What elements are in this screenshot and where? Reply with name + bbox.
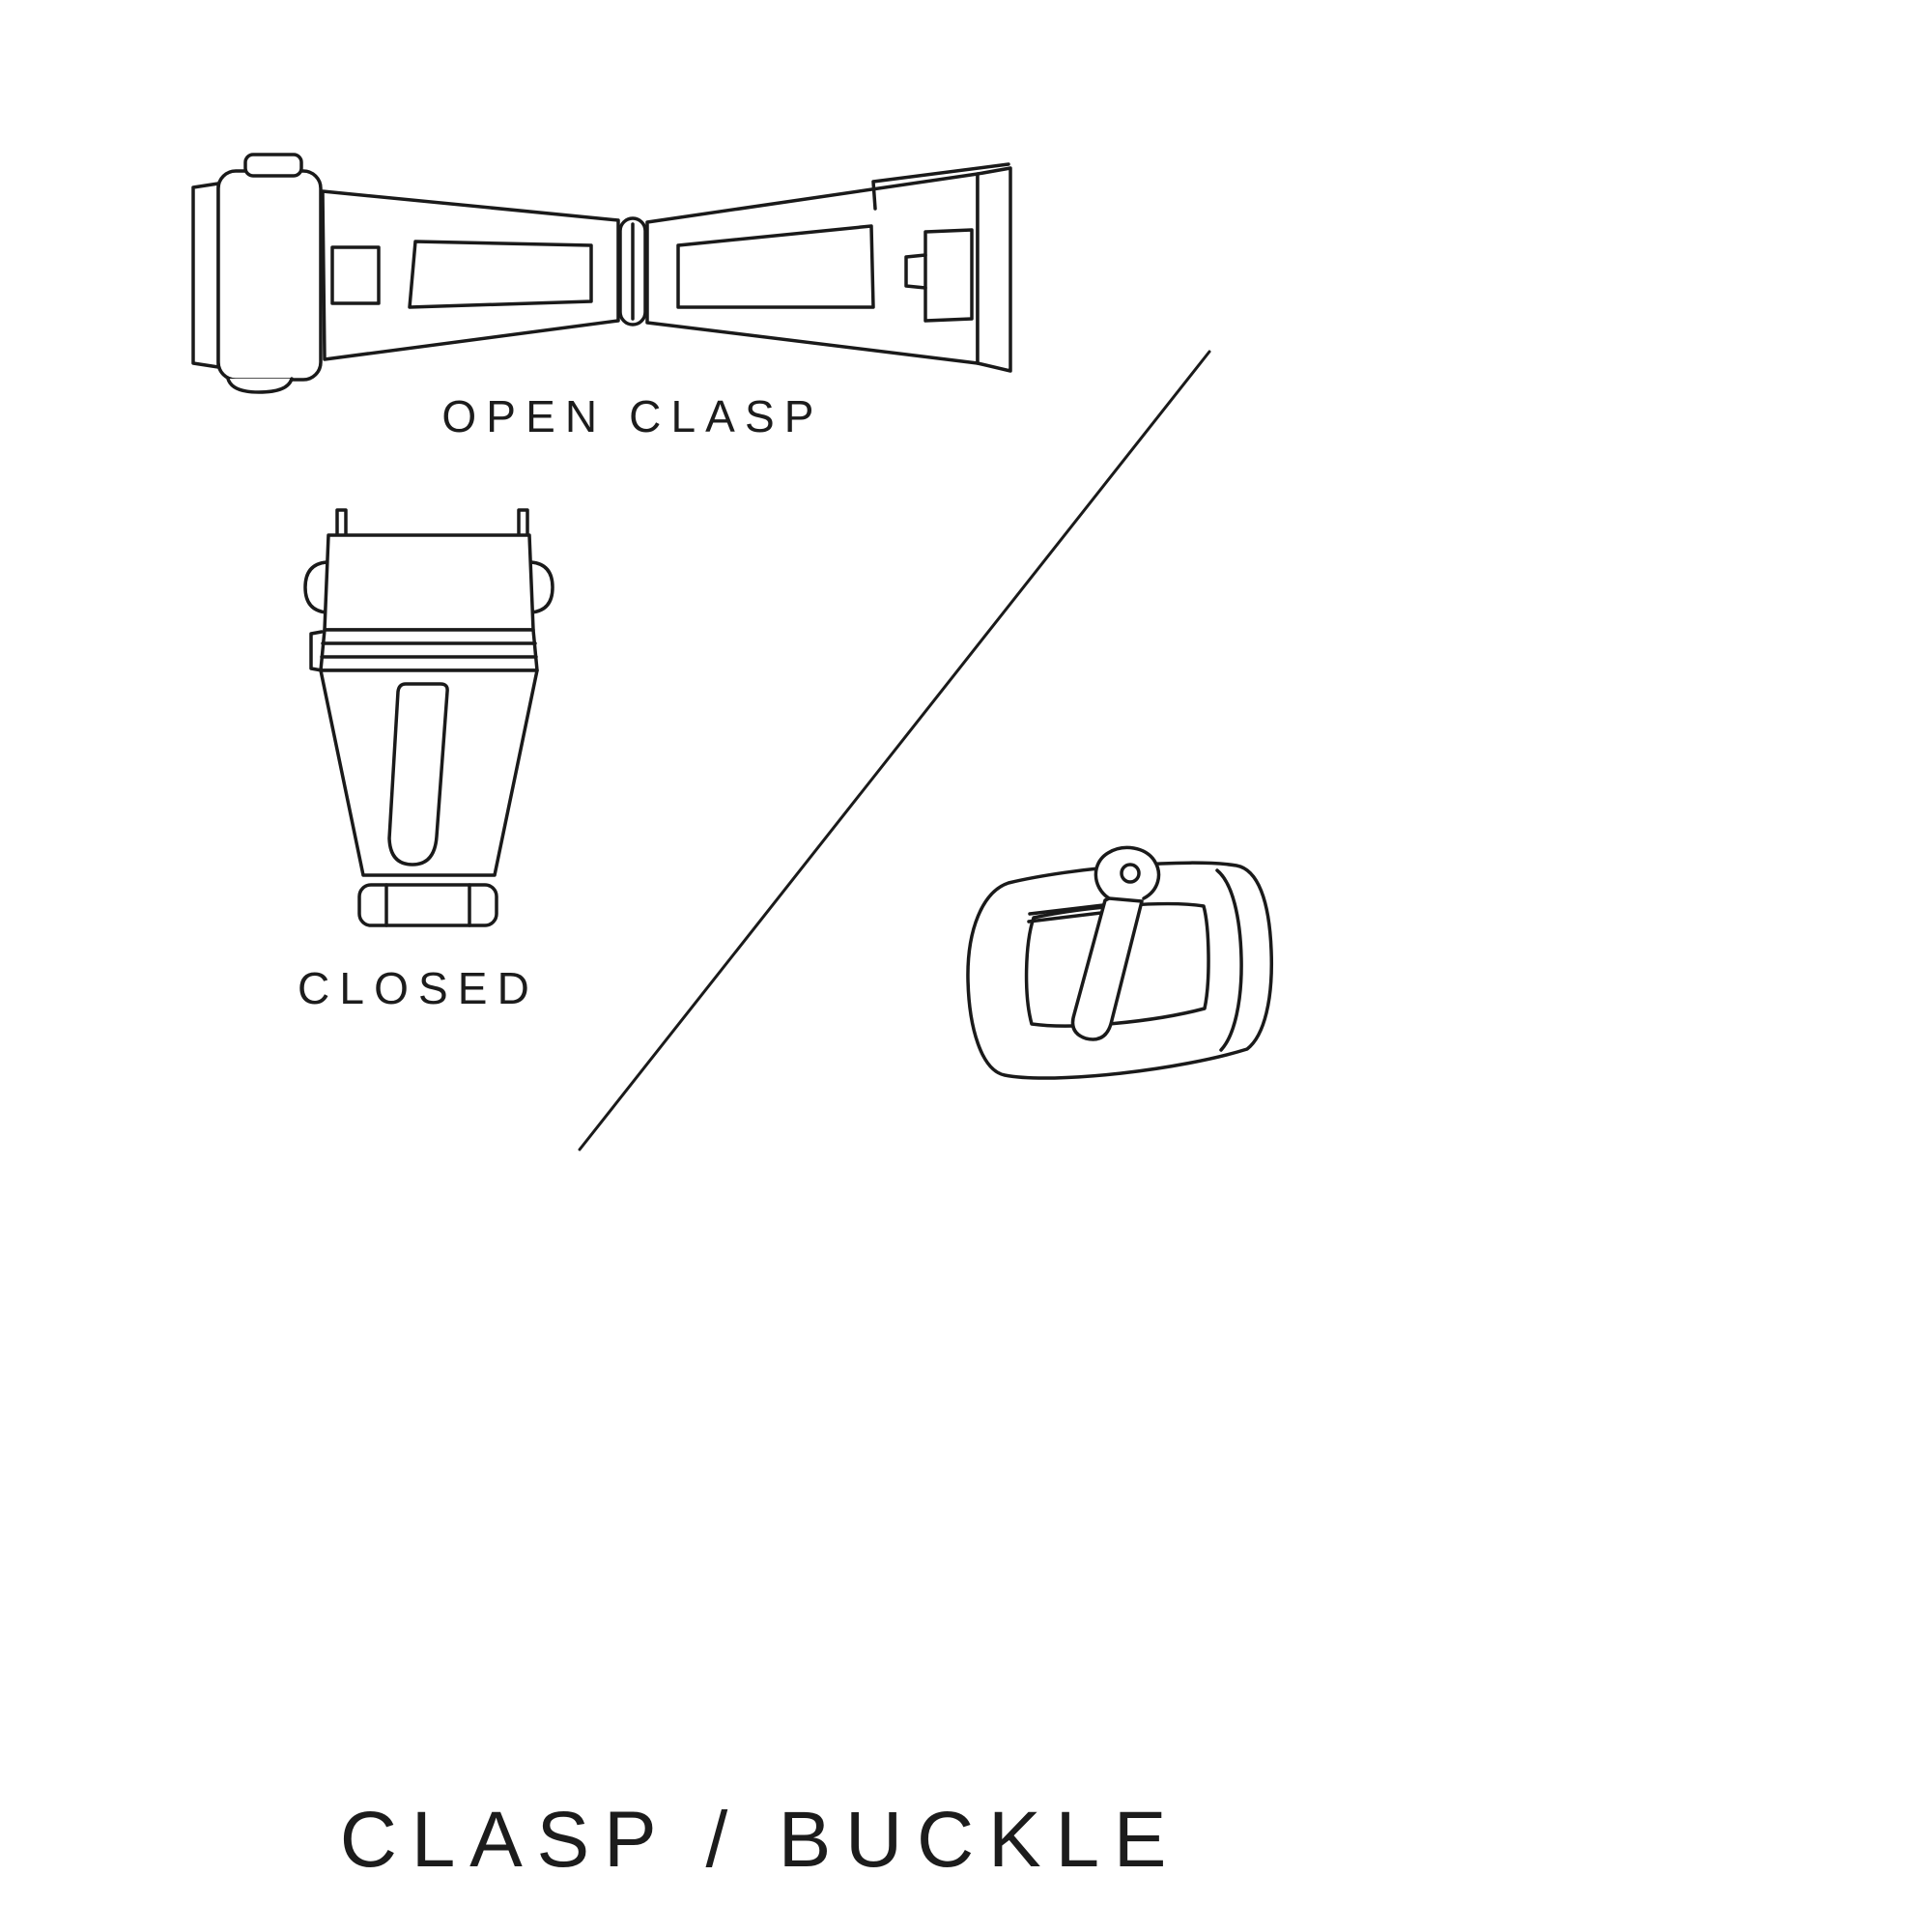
- diagonal-divider-line: [578, 350, 1211, 1151]
- closed-clasp-illustration: [303, 508, 554, 927]
- open-clasp-illustration: [191, 153, 1012, 394]
- page-title: CLASP / BUCKLE: [339, 1796, 1181, 1884]
- open-clasp-label: OPEN CLASP: [441, 391, 824, 441]
- tang-buckle-illustration: [966, 845, 1274, 1080]
- closed-clasp-label: CLOSED: [298, 963, 539, 1013]
